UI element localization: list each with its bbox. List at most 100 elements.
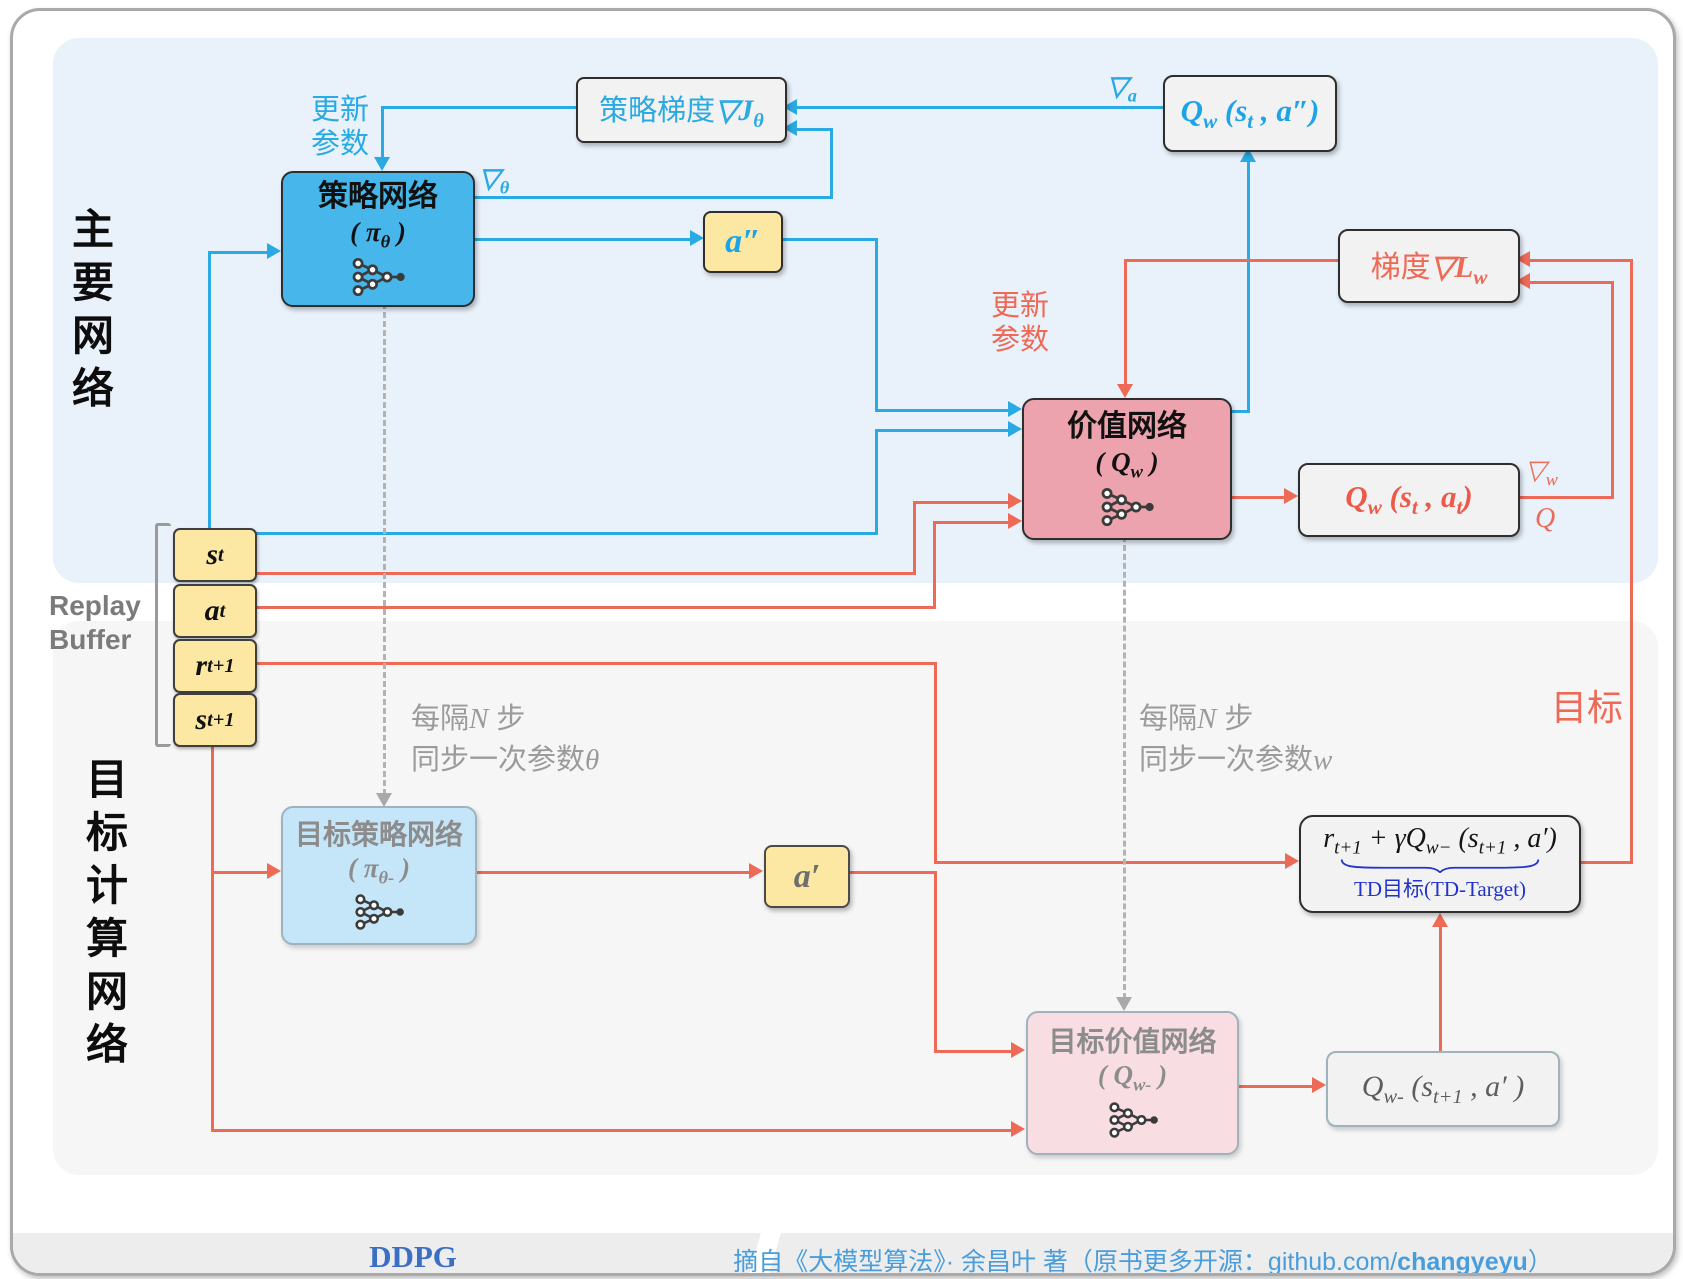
policy-gradient-label: 策略梯度▽Jθ: [599, 94, 764, 132]
edge-st-red-h2: [913, 501, 1010, 504]
arrow-into-qmainat: [1284, 488, 1298, 504]
edge-st-to-value-h1: [253, 532, 878, 535]
underbrace-icon: [1340, 858, 1540, 873]
edge-st-to-value-v: [875, 429, 878, 535]
edge-st-red-h1: [253, 572, 916, 575]
sync-w-note: 每隔N 步同步一次参数w: [1139, 703, 1333, 776]
edge-value-to-qmainat: [1228, 496, 1286, 499]
edge-qmain-to-gradj: [797, 106, 1163, 109]
arrow-sync-w: [1116, 997, 1132, 1011]
edge-gradl-to-value-v: [1124, 259, 1127, 386]
td-formula: rt+1 + γQw− (st+1 , a′): [1323, 823, 1557, 859]
target-policy-network-box: 目标策略网络 ( πθ- ): [281, 806, 477, 945]
neural-network-icon: [355, 894, 404, 930]
update-params-policy-label: 更新参数: [311, 94, 370, 160]
arrow-qtarget-into-td: [1432, 913, 1448, 927]
edge-td-to-gradl-h2: [1530, 259, 1631, 262]
gradient-l-label: 梯度▽Lw: [1370, 248, 1488, 290]
edge-a1-h2: [934, 1050, 1013, 1053]
target-value-param: ( Qw- ): [1097, 1060, 1168, 1095]
edge-a1-v: [934, 871, 937, 1053]
edge-nabla-theta-v: [830, 130, 833, 199]
edge-qtarget-to-td: [1439, 925, 1442, 1051]
target-value-title: 目标价值网络: [1048, 1026, 1217, 1058]
q-main-at-label: Qw (st , at): [1345, 479, 1473, 520]
edge-st1-bottom: [211, 1129, 1013, 1132]
attribution-post: ）: [1527, 1248, 1553, 1276]
action-a2-label: a″: [725, 223, 761, 260]
neural-network-icon: [352, 257, 405, 296]
arrow-into-qtarget: [1312, 1077, 1326, 1093]
arrow-a2-into-value: [1008, 401, 1022, 417]
target-policy-title: 目标策略网络: [294, 818, 463, 850]
edge-at-red-h2: [933, 521, 1010, 524]
arrow-at-red-into-value: [1008, 513, 1022, 529]
sync-theta-note: 每隔N 步同步一次参数θ: [411, 703, 600, 776]
edge-a2-to-value-h1: [779, 238, 878, 241]
edge-st-red-v: [913, 501, 916, 575]
arrow-st1-into-tvalue: [1011, 1121, 1025, 1137]
arrow-sync-theta: [376, 793, 392, 807]
value-network-title: 价值网络: [1067, 410, 1187, 444]
value-network-param: ( Qw ): [1095, 446, 1159, 481]
update-params-value-label: 更新参数: [991, 290, 1050, 356]
diagram-card: 主要网络 目标计算网络: [10, 8, 1676, 1276]
q-main-output-box: Qw (st , a″): [1163, 75, 1337, 152]
edge-at-red-h1: [253, 606, 936, 609]
edge-tpolicy-to-a1: [473, 871, 751, 874]
q-main-output-label: Qw (st , a″): [1180, 92, 1320, 134]
arrow-into-a1: [749, 863, 763, 879]
arrow-into-value-top: [1117, 384, 1133, 398]
edge-st-to-policy-h: [208, 251, 270, 254]
edge-nablaw-h2: [1530, 281, 1614, 284]
nabla-w-q-label: Q: [1535, 503, 1556, 534]
gradient-l-box: 梯度▽Lw: [1338, 229, 1520, 303]
edge-at-red-v: [933, 521, 936, 609]
arrow-a1-into-tvalue: [1011, 1042, 1025, 1058]
edge-a2-to-value-v: [875, 238, 878, 412]
policy-network-param: ( πθ ): [350, 216, 406, 251]
q-target-output-label: Qw- (st+1 , a′ ): [1361, 1069, 1525, 1108]
td-caption: TD目标(TD-Target): [1354, 876, 1526, 901]
target-networks-label: 目标计算网络: [85, 756, 128, 1068]
edge-gradl-to-value-h: [1124, 259, 1338, 262]
edge-nablaw-v: [1611, 281, 1614, 499]
edge-st1-v: [211, 744, 214, 1132]
footer-attribution: 摘自《大模型算法》· 余昌叶 著（原书更多开源：github.com/chang…: [723, 1242, 1563, 1276]
edge-a1-h1: [846, 871, 937, 874]
replay-label-line2: Buffer: [49, 624, 132, 655]
target-value-network-box: 目标价值网络 ( Qw- ): [1026, 1011, 1239, 1155]
neural-network-icon: [1101, 487, 1154, 526]
replay-label-line1: Replay: [49, 590, 141, 621]
policy-network-title: 策略网络: [318, 180, 438, 214]
edge-st-to-value-h2: [875, 429, 1010, 432]
replay-buffer-label: Replay Buffer: [49, 589, 141, 657]
footer-algo-name: DDPG: [369, 1239, 457, 1274]
arrow-into-a2: [690, 230, 704, 246]
arrow-st-into-policy: [267, 243, 281, 259]
arrow-st1-into-tpolicy: [267, 863, 281, 879]
policy-network-box: 策略网络 ( πθ ): [281, 171, 475, 307]
edge-nabla-theta-h2: [797, 128, 833, 131]
attribution-handle: changyeyu: [1397, 1248, 1528, 1276]
arrow-into-policy-top: [374, 157, 390, 171]
arrow-st-into-value: [1008, 421, 1022, 437]
arrow-st-red-into-value: [1008, 493, 1022, 509]
edge-tvalue-to-qtarget: [1235, 1085, 1313, 1088]
target-policy-param: ( πθ- ): [348, 852, 410, 888]
arrow-rt-into-td: [1285, 853, 1299, 869]
target-label: 目标: [1551, 687, 1624, 728]
edge-nablaw-h1: [1516, 496, 1614, 499]
nabla-w-label: ▽w: [1525, 455, 1559, 490]
edge-gradj-to-policy-v: [381, 106, 384, 158]
edge-value-to-qmain-h: [1228, 410, 1250, 413]
neural-network-icon: [1108, 1102, 1158, 1138]
edge-rt-h2: [934, 861, 1285, 864]
edge-sync-w: [1123, 536, 1126, 999]
edge-sync-theta: [383, 303, 386, 795]
